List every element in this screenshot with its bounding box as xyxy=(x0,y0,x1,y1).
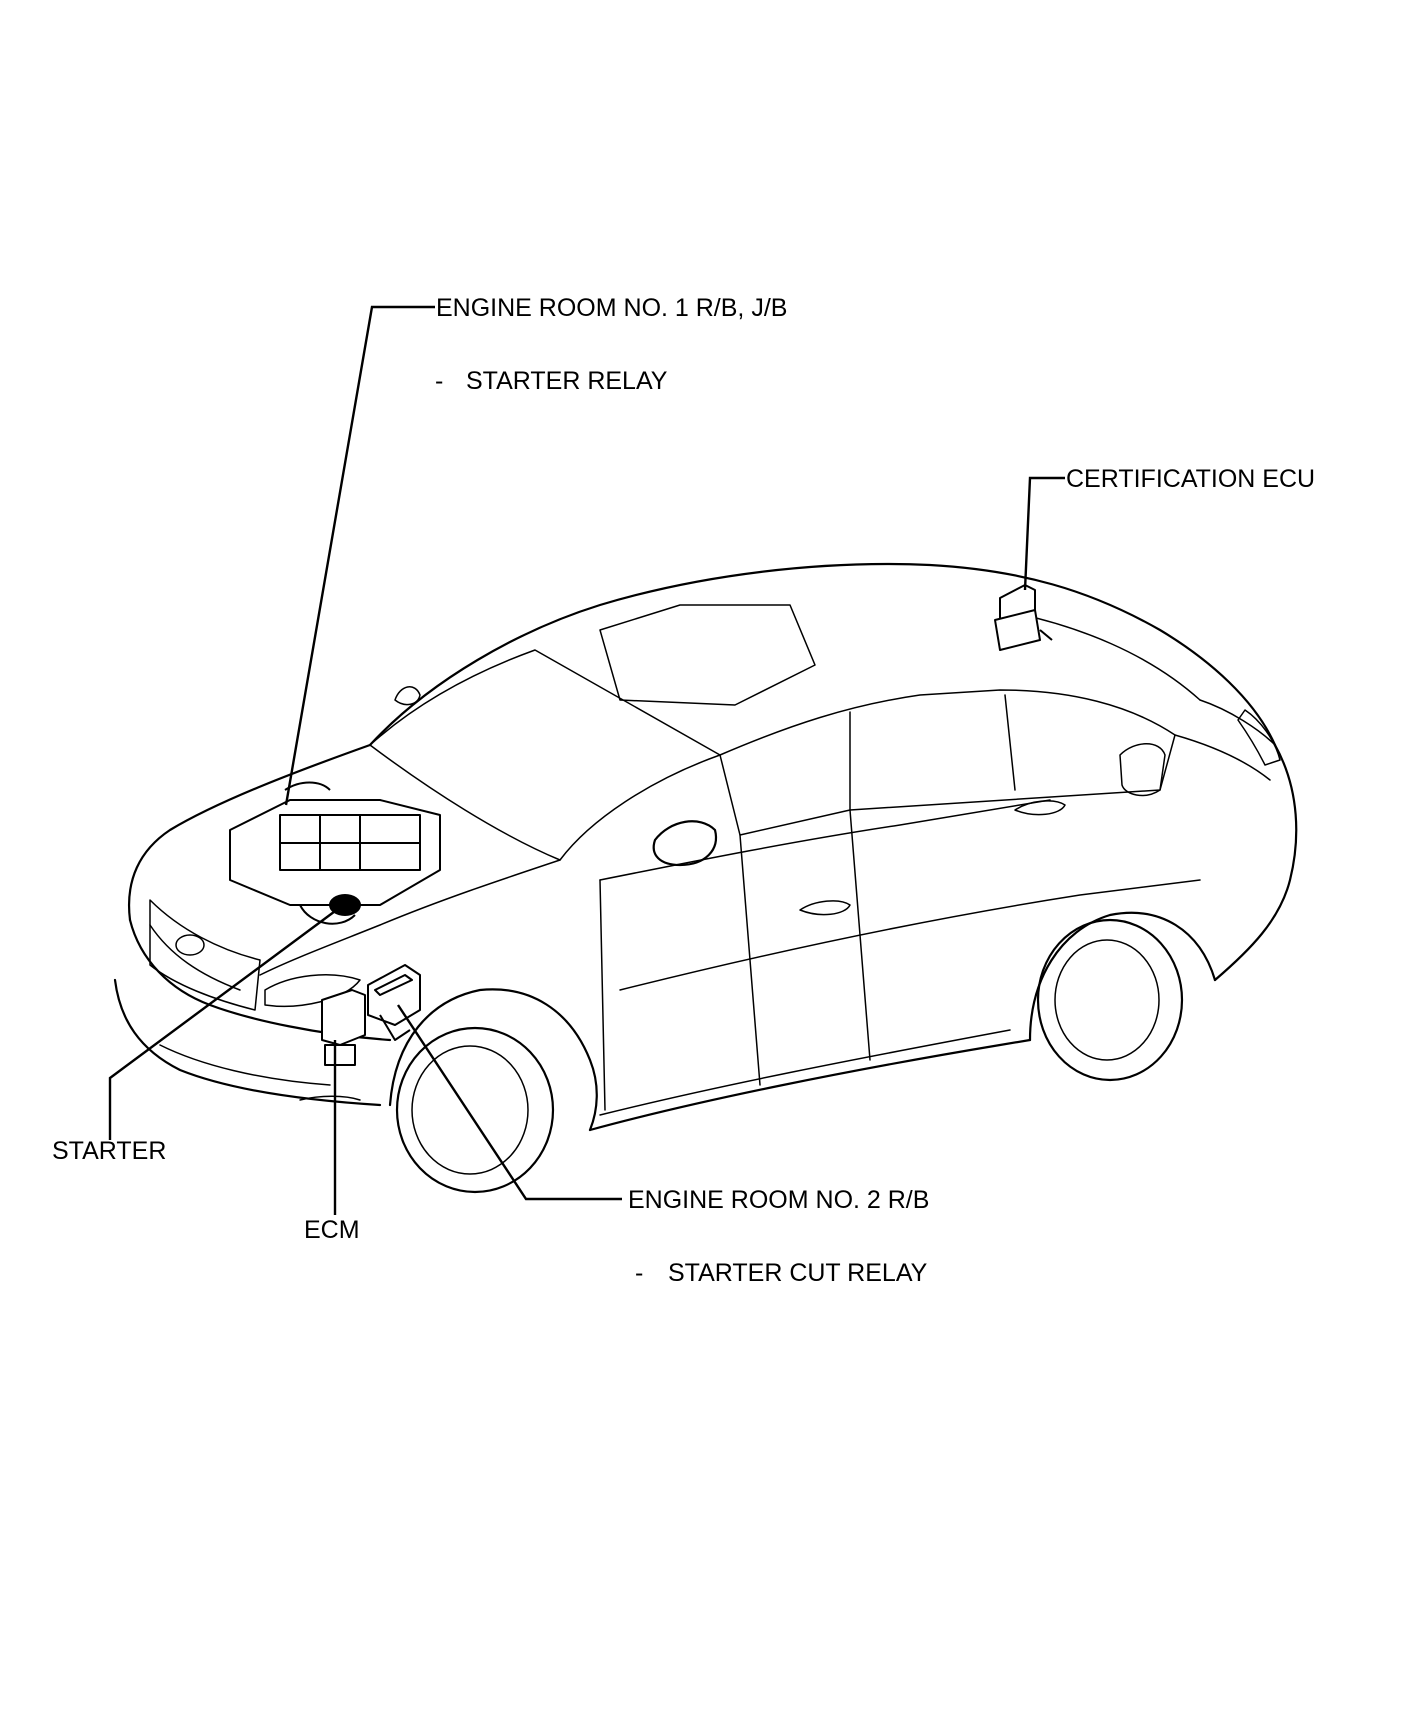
label-ecm: ECM xyxy=(304,1216,360,1244)
label-starter-relay: STARTER RELAY xyxy=(466,367,668,395)
leader-certification-ecu xyxy=(1023,476,1065,591)
label-engine-room-1: ENGINE ROOM NO. 1 R/B, J/B xyxy=(436,294,787,322)
leader-lines xyxy=(108,305,1065,1215)
label-engine-room-2: ENGINE ROOM NO. 2 R/B xyxy=(628,1186,929,1214)
engine-compartment-detail xyxy=(229,781,441,925)
ecm-unit xyxy=(321,989,366,1066)
label-starter-cut-relay: STARTER CUT RELAY xyxy=(668,1259,928,1287)
leader-engine-room-1 xyxy=(284,305,435,806)
label-starter: STARTER xyxy=(52,1137,166,1165)
engine-room-2-relay-block xyxy=(367,964,421,1041)
leader-engine-room-2 xyxy=(396,1004,622,1201)
label-dash-starter-relay: - xyxy=(435,367,443,395)
label-certification-ecu: CERTIFICATION ECU xyxy=(1066,465,1315,493)
labels: ENGINE ROOM NO. 1 R/B, J/B - STARTER REL… xyxy=(52,294,1315,1287)
car-illustration xyxy=(113,562,1298,1194)
certification-ecu-unit xyxy=(994,584,1053,651)
leader-starter xyxy=(108,899,351,1140)
label-dash-starter-cut-relay: - xyxy=(635,1259,643,1287)
